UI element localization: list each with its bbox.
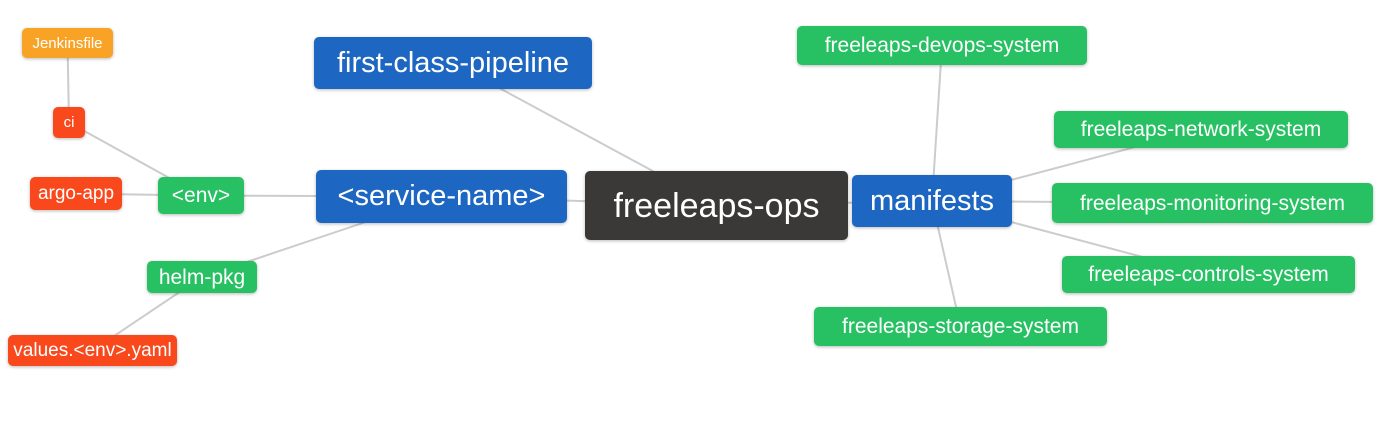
node-freeleaps-network-system[interactable]: freeleaps-network-system <box>1054 111 1348 148</box>
node-argo-app[interactable]: argo-app <box>30 177 122 210</box>
node-freeleaps-devops-system[interactable]: freeleaps-devops-system <box>797 26 1087 65</box>
node-freeleaps-monitoring-system[interactable]: freeleaps-monitoring-system <box>1052 183 1373 223</box>
node-service-name[interactable]: <service-name> <box>316 170 567 223</box>
node-freeleaps-storage-system[interactable]: freeleaps-storage-system <box>814 307 1107 346</box>
node-freeleaps-ops[interactable]: freeleaps-ops <box>585 171 848 240</box>
node-freeleaps-controls-system[interactable]: freeleaps-controls-system <box>1062 256 1355 293</box>
node-ci[interactable]: ci <box>53 107 85 138</box>
node-jenkinsfile[interactable]: Jenkinsfile <box>22 28 113 58</box>
node-manifests[interactable]: manifests <box>852 175 1012 227</box>
node-values-env-yaml[interactable]: values.<env>.yaml <box>8 335 177 366</box>
node-first-class-pipeline[interactable]: first-class-pipeline <box>314 37 592 89</box>
node-env[interactable]: <env> <box>158 177 244 214</box>
node-helm-pkg[interactable]: helm-pkg <box>147 261 257 293</box>
